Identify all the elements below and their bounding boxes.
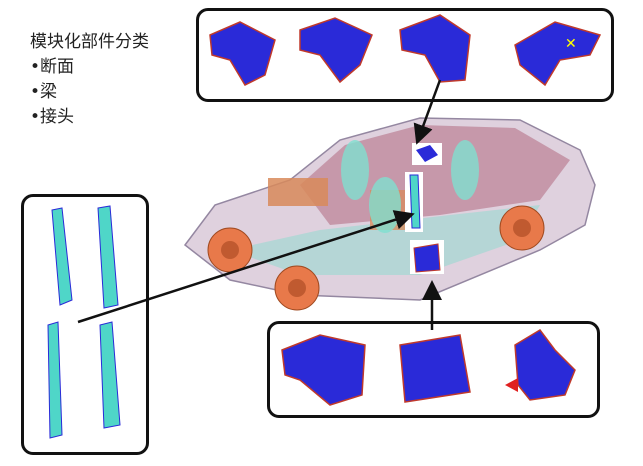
beam-part-3: [47, 321, 63, 439]
svg-text:✕: ✕: [565, 36, 577, 52]
beam-parts: [47, 205, 121, 439]
joint-part-2: [299, 17, 373, 84]
car-floor: [230, 205, 540, 275]
legend: 模块化部件分类 •断面 •梁 •接头: [30, 30, 149, 130]
legend-item-beam: •梁: [30, 82, 58, 102]
joint-part-4: [514, 21, 602, 87]
beam-part-4: [99, 321, 121, 429]
section-part-2: [399, 334, 471, 403]
beam-part-1: [51, 207, 73, 306]
wheel-rear-right: [499, 205, 545, 251]
joint-part-3: [399, 14, 471, 83]
car-cabin: [300, 125, 570, 225]
wheel-front-right: [274, 265, 320, 311]
section-part-3: [514, 329, 576, 401]
joint-part-1: [209, 21, 276, 86]
left-beams-box: [21, 194, 149, 455]
dummy: [341, 140, 369, 200]
car-model: [183, 117, 596, 311]
dummy: [369, 177, 401, 233]
legend-title: 模块化部件分类: [30, 32, 149, 52]
beam-part-2: [97, 205, 119, 309]
legend-item-joint: •接头: [30, 107, 75, 127]
section-part-1: [281, 334, 366, 406]
wheel-front-left: [207, 227, 253, 273]
section-parts: [281, 329, 576, 406]
arrow-left-to-beam: [77, 210, 415, 324]
arrow-top-to-joint: [413, 79, 442, 145]
seat: [268, 178, 328, 206]
joint-parts: ✕: [209, 14, 602, 87]
legend-item-section: •断面: [30, 57, 75, 77]
dummy: [451, 140, 479, 200]
